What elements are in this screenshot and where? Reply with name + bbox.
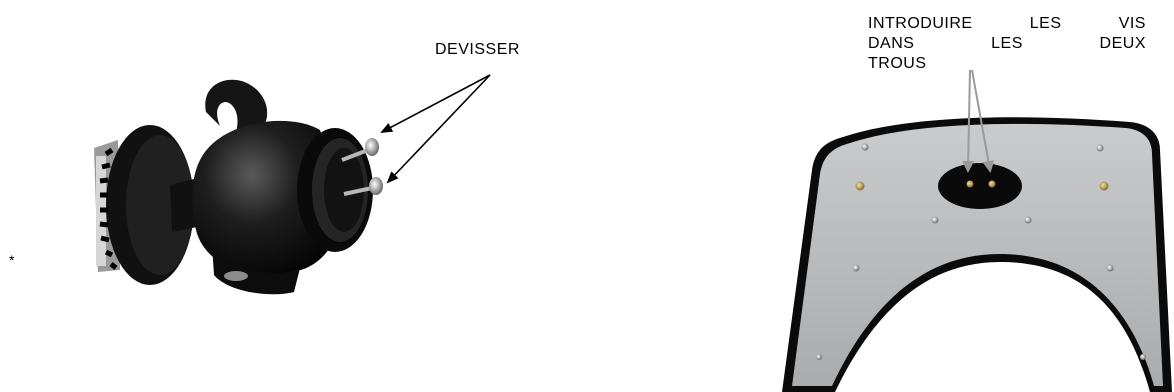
label-line-1: INTRODUIRE LES VIS [868, 15, 1146, 32]
label-line-2: DANS LES DEUX [868, 35, 1146, 52]
screw-1 [341, 138, 379, 162]
devisser-label: DEVISSER [435, 41, 520, 58]
arrow-to-hole-1 [962, 69, 975, 173]
footnote-asterisk: * [9, 252, 15, 268]
insert-screws-label: INTRODUIRE LES VIS DANS LES DEUX TROUS [868, 14, 1146, 74]
mounting-plate-image [782, 69, 1172, 392]
arrow-to-hole-2 [971, 69, 995, 173]
arrow-to-screw-1 [380, 74, 491, 133]
gear-wheel [99, 125, 194, 285]
screw-2 [343, 177, 383, 196]
label-line-3: TROUS [868, 55, 927, 72]
arrow-to-screw-2 [386, 74, 491, 184]
camera-mount-image [94, 74, 491, 295]
